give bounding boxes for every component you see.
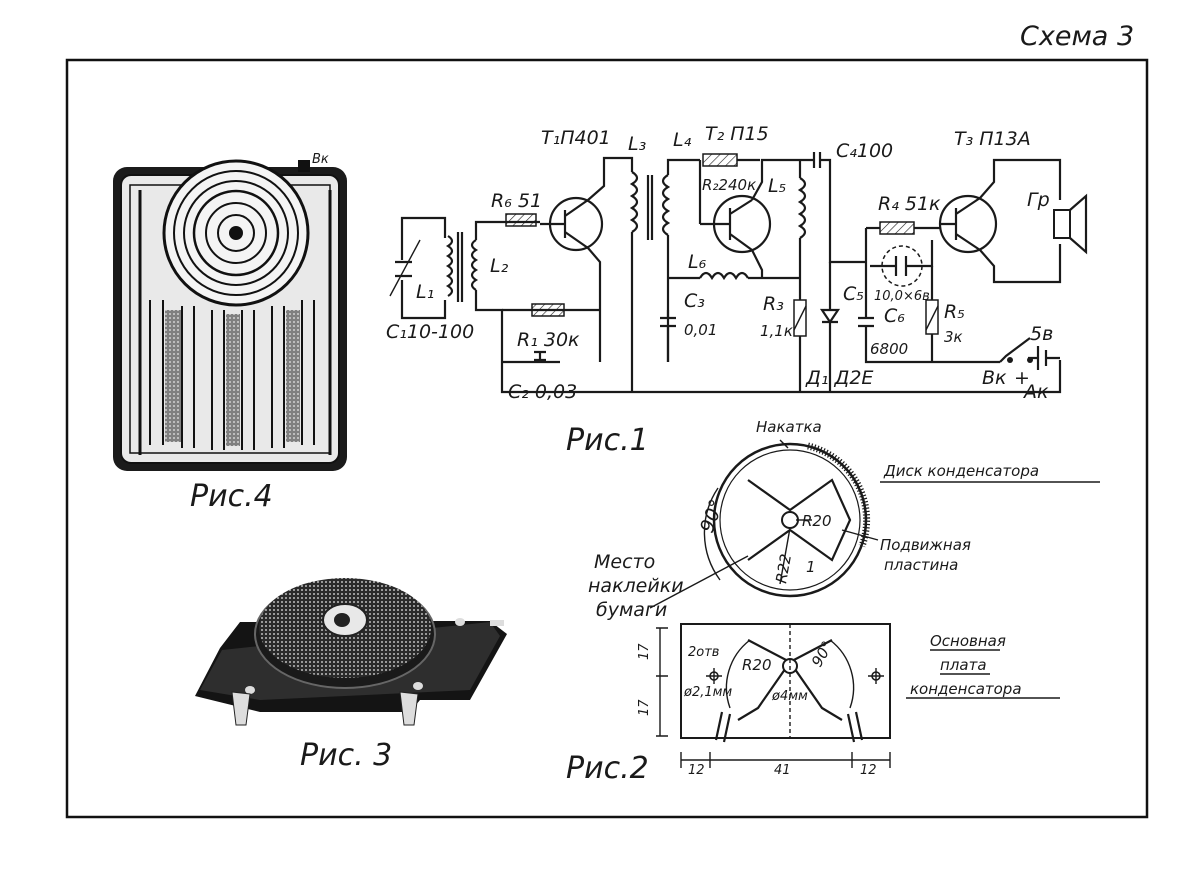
base-hole-d: ø2,1мм — [683, 685, 732, 700]
speaker-cone — [164, 161, 308, 305]
fig1-caption: Рис.1 — [566, 423, 649, 458]
label-r3a: R₃ — [763, 293, 784, 315]
base-dim-17b: 17 — [637, 699, 652, 716]
switch-tag: Вк — [312, 152, 329, 167]
disk-r20: R20 — [802, 512, 832, 530]
label-r6: R₆ 51 — [491, 190, 542, 212]
base-holes: 2отв — [688, 645, 719, 660]
capacitor-photo — [195, 578, 507, 725]
disk-plate-b: пластина — [884, 556, 958, 574]
label-r1: R₁ 30к — [517, 329, 580, 351]
label-c2: C₂ 0,03 — [508, 381, 577, 403]
disk-knurl: Накатка — [756, 418, 822, 436]
label-r5b: 3к — [944, 328, 963, 346]
label-l4: L₄ — [673, 129, 692, 151]
label-l2: L₂ — [490, 255, 509, 277]
label-r2: R₂240к — [702, 176, 756, 194]
disk-plate-a: Подвижная — [880, 536, 971, 554]
label-battery: Ак — [1022, 381, 1049, 403]
label-c3a: C₃ — [684, 290, 705, 312]
page-title: Схема 3 — [1020, 21, 1134, 52]
label-c3b: 0,01 — [684, 321, 717, 339]
label-c7: 10,0×6в — [874, 289, 930, 304]
label-r4: R₄ 51к — [878, 193, 941, 215]
label-c6b: 6800 — [870, 340, 908, 358]
fig3-caption: Рис. 3 — [300, 738, 392, 773]
fig2-caption: Рис.2 — [566, 751, 649, 786]
base-title-a: Основная — [930, 632, 1006, 650]
base-title-c: конденсатора — [910, 680, 1022, 698]
label-t1: T₁П401 — [541, 127, 611, 149]
label-r3b: 1,1к — [760, 322, 793, 340]
label-c5: C₅ — [843, 283, 864, 305]
label-voltage: 5в — [1030, 323, 1053, 345]
base-dim-41: 41 — [774, 763, 791, 778]
base-dim-12a: 12 — [688, 763, 705, 778]
base-r20: R20 — [742, 656, 772, 674]
label-speaker: Гр — [1027, 189, 1050, 211]
label-l5: L₅ — [768, 175, 786, 197]
fig4-caption: Рис.4 — [190, 479, 273, 514]
label-d1: Д₁ Д2Е — [805, 367, 873, 389]
label-c4: C₄100 — [836, 140, 893, 162]
base-dim-12b: 12 — [860, 763, 877, 778]
capacitor-disk — [650, 440, 878, 608]
label-c6a: C₆ — [884, 305, 905, 327]
disk-title: Диск конденсатора — [883, 462, 1039, 480]
disk-glue-a: Место — [594, 551, 655, 573]
base-center-d: ø4мм — [771, 689, 808, 704]
label-l3: L₃ — [628, 133, 646, 155]
label-l1: L₁ — [416, 281, 434, 303]
receiver-illustration — [113, 160, 347, 471]
label-r5a: R₅ — [944, 301, 965, 323]
label-switch: Вк — [982, 367, 1007, 389]
base-title-b: плата — [940, 656, 987, 674]
disk-mark: 1 — [806, 558, 816, 576]
label-t3: T₃ П13А — [954, 128, 1031, 150]
disk-glue-b: наклейки — [588, 575, 684, 597]
label-t2: T₂ П15 — [705, 123, 769, 145]
label-l6: L₆ — [688, 251, 707, 273]
label-c1: C₁10-100 — [386, 321, 474, 343]
disk-glue-c: бумаги — [596, 599, 667, 621]
base-dim-17a: 17 — [637, 643, 652, 660]
